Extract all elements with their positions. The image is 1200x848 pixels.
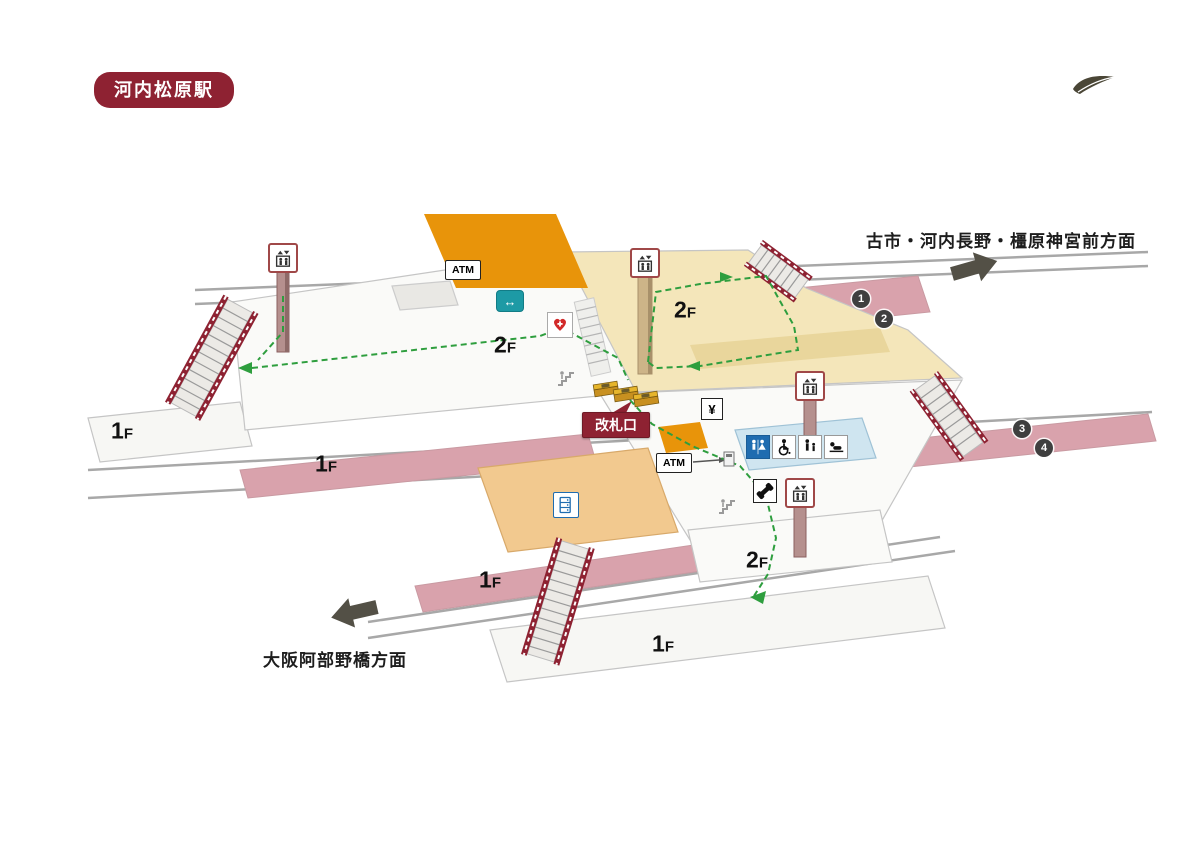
elevator-icon-platform xyxy=(795,371,825,401)
structure-block xyxy=(391,280,459,311)
floor-label-1f-south: 1F xyxy=(652,630,674,657)
toilet-icon xyxy=(746,435,770,459)
atm-sign-north: ATM xyxy=(445,260,481,280)
wheelchair-icon xyxy=(772,435,796,459)
railway-logo-icon xyxy=(1070,72,1120,100)
ticket-machine-icon: ¥ xyxy=(701,398,723,420)
ticket-gate-label: 改札口 xyxy=(582,412,650,438)
elevator-icon-south xyxy=(785,478,815,508)
station-name-badge: 河内松原駅 xyxy=(94,72,234,108)
baby-icon xyxy=(824,435,848,459)
elevator-icon-west xyxy=(268,243,298,273)
stairs-icon-central xyxy=(556,368,576,388)
stairs-icon-south xyxy=(717,496,737,516)
floor-1f-south xyxy=(489,575,946,683)
direction-label-west: 大阪阿部野橋方面 xyxy=(263,651,407,670)
platform-number-4: 4 xyxy=(1035,439,1053,457)
floor-label-2f-central: 2F xyxy=(674,296,696,323)
station-name: 河内松原駅 xyxy=(114,80,214,100)
atm-sign-south: ATM xyxy=(656,453,692,473)
floor-label-1f-platform-south: 1F xyxy=(479,566,501,593)
floor-label-1f-far-west: 1F xyxy=(111,417,133,444)
phone-icon xyxy=(753,479,777,503)
gate-label-pointer xyxy=(612,401,632,413)
elevator-icon-central xyxy=(630,248,660,278)
stairs-west xyxy=(164,294,259,421)
fare-adjustment-icon: ↔ xyxy=(496,290,524,312)
ticket-gate-machines xyxy=(592,380,660,408)
direction-label-east: 古市・河内長野・橿原神宮前方面 xyxy=(866,232,1136,251)
direction-arrow-west-icon xyxy=(331,598,379,628)
direction-arrow-east-icon xyxy=(950,252,998,282)
stairways xyxy=(164,239,989,666)
bridge-2f-south xyxy=(687,509,893,583)
platform-number-3: 3 xyxy=(1013,420,1031,438)
coin-locker-icon xyxy=(553,492,579,518)
stairs-northeast xyxy=(743,239,813,303)
platform-number-1: 1 xyxy=(852,290,870,308)
stairs-south xyxy=(520,537,595,666)
kiosk-block xyxy=(658,422,708,453)
floor-label-2f-west: 2F xyxy=(494,331,516,358)
nursing-icon xyxy=(798,435,822,459)
atm-machine-icon xyxy=(723,451,735,467)
floor-label-1f-platform-west: 1F xyxy=(315,450,337,477)
aed-icon xyxy=(547,312,573,338)
stairs-center-gray xyxy=(573,297,612,377)
stairs-east xyxy=(909,371,989,462)
platform-number-2: 2 xyxy=(875,310,893,328)
floor-label-2f-south: 2F xyxy=(746,546,768,573)
route-arrowheads xyxy=(238,272,766,604)
atm-pointer-line xyxy=(692,457,726,463)
